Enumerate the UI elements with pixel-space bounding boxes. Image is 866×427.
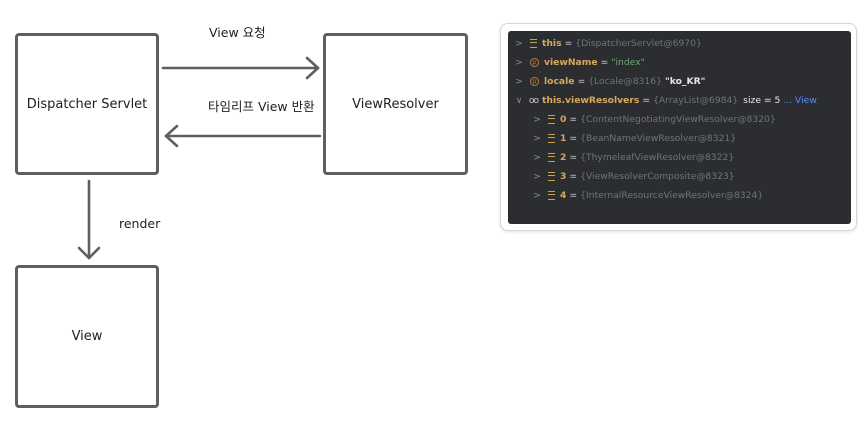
return-arrow-label: 타임리프 View 반환 — [208, 99, 315, 114]
expand-chevron-icon[interactable]: > — [533, 152, 541, 163]
debugger-variables-panel: > this = {DispatcherServlet@6970} > p vi… — [508, 31, 851, 224]
parameter-icon: p — [530, 77, 539, 86]
equals-sign: = — [642, 95, 651, 106]
field-icon — [548, 191, 555, 200]
equals-sign: = — [569, 133, 578, 144]
expand-chevron-icon[interactable]: > — [515, 38, 523, 49]
field-icon — [548, 115, 555, 124]
parameter-icon: p — [530, 58, 539, 67]
expand-chevron-icon[interactable]: > — [533, 171, 541, 182]
view-resolver-box: ViewResolver — [323, 33, 468, 175]
variable-name: 2 — [560, 152, 567, 163]
list-item-3[interactable]: > 3 = {ViewResolverComposite@8323} — [532, 167, 735, 186]
variable-string-value: "ko_KR" — [664, 76, 706, 87]
variable-value: {DispatcherServlet@6970} — [575, 38, 702, 49]
expand-chevron-icon[interactable]: > — [515, 57, 523, 68]
variable-name: locale — [544, 76, 575, 87]
view-box: View — [15, 265, 159, 408]
view-link[interactable]: ... View — [783, 95, 817, 106]
dispatcher-servlet-label: Dispatcher Servlet — [26, 96, 148, 112]
variable-name: this.viewResolvers — [542, 95, 640, 106]
field-icon — [548, 153, 555, 162]
variable-name: 4 — [560, 190, 567, 201]
dispatcher-servlet-box: Dispatcher Servlet — [15, 33, 159, 175]
variable-value: {ContentNegotiatingViewResolver@8320} — [580, 114, 776, 125]
variable-value: {Locale@8316} — [588, 76, 662, 87]
field-icon — [548, 134, 555, 143]
view-label: View — [71, 329, 103, 344]
equals-sign: = — [569, 171, 578, 182]
render-arrow-label: render — [119, 216, 161, 231]
variable-name: 0 — [560, 114, 567, 125]
variable-name: this — [542, 38, 562, 49]
variable-value: "index" — [611, 57, 645, 68]
variable-name: 1 — [560, 133, 567, 144]
expand-chevron-icon[interactable]: > — [515, 76, 523, 87]
debugger-screenshot-card: > this = {DispatcherServlet@6970} > p vi… — [500, 23, 857, 231]
field-icon — [548, 172, 555, 181]
list-item-1[interactable]: > 1 = {BeanNameViewResolver@8321} — [532, 129, 736, 148]
variable-name: viewName — [544, 57, 598, 68]
equals-sign: = — [577, 76, 586, 87]
variable-value: {ArrayList@6984} — [653, 95, 739, 106]
equals-sign: = — [564, 38, 573, 49]
return-arrow — [164, 124, 322, 148]
view-resolver-label: ViewResolver — [352, 96, 439, 112]
variable-value: {ViewResolverComposite@8323} — [580, 171, 735, 182]
equals-sign: = — [600, 57, 609, 68]
variable-name: 3 — [560, 171, 567, 182]
list-item-2[interactable]: > 2 = {ThymeleafViewResolver@8322} — [532, 148, 734, 167]
request-arrow — [161, 56, 320, 80]
equals-sign: = — [569, 114, 578, 125]
variable-value: {InternalResourceViewResolver@8324} — [580, 190, 764, 201]
render-arrow — [77, 179, 101, 260]
equals-sign: = — [569, 152, 578, 163]
variable-row-viewresolvers[interactable]: ∨ oo this.viewResolvers = {ArrayList@698… — [514, 91, 817, 110]
variable-row-viewname[interactable]: > p viewName = "index" — [514, 53, 645, 72]
watch-icon: oo — [529, 95, 539, 106]
equals-sign: = — [569, 190, 578, 201]
collection-size: size = 5 — [743, 95, 781, 106]
list-item-0[interactable]: > 0 = {ContentNegotiatingViewResolver@83… — [532, 110, 776, 129]
variable-value: {ThymeleafViewResolver@8322} — [580, 152, 735, 163]
list-item-4[interactable]: > 4 = {InternalResourceViewResolver@8324… — [532, 186, 763, 205]
field-icon — [530, 39, 537, 48]
variable-row-this[interactable]: > this = {DispatcherServlet@6970} — [514, 34, 702, 53]
collapse-chevron-icon[interactable]: ∨ — [515, 95, 523, 106]
request-arrow-label: View 요청 — [209, 25, 266, 40]
variable-row-locale[interactable]: > p locale = {Locale@8316} "ko_KR" — [514, 72, 705, 91]
expand-chevron-icon[interactable]: > — [533, 190, 541, 201]
variable-value: {BeanNameViewResolver@8321} — [580, 133, 737, 144]
expand-chevron-icon[interactable]: > — [533, 133, 541, 144]
expand-chevron-icon[interactable]: > — [533, 114, 541, 125]
